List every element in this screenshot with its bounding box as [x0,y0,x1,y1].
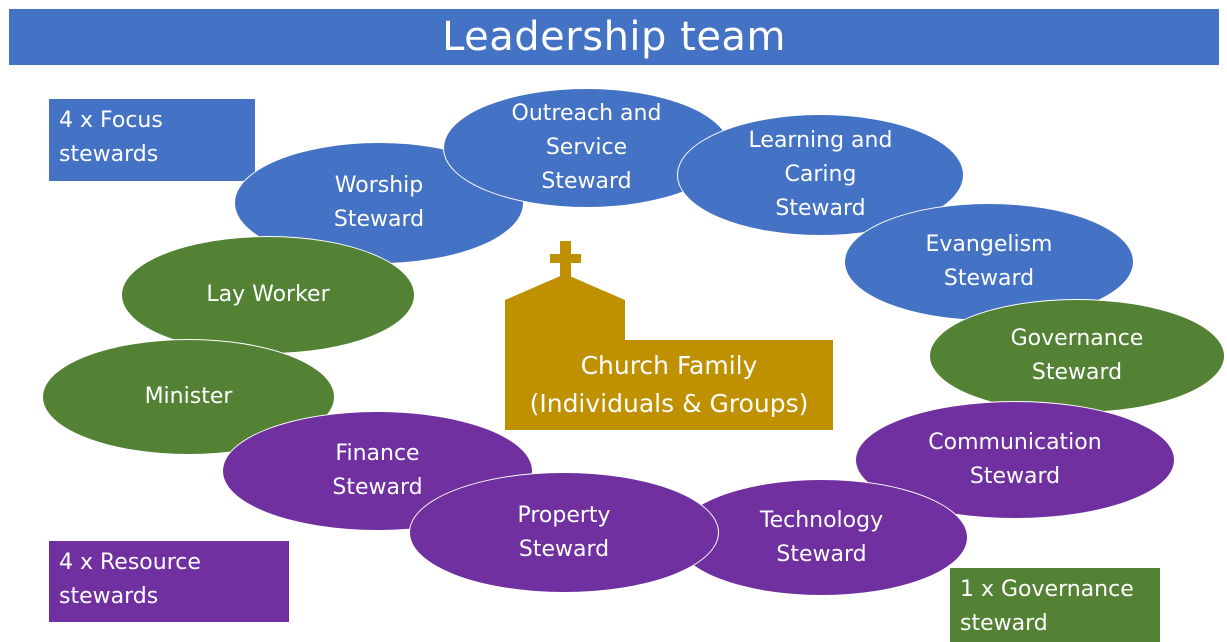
node-label-line: Technology [759,507,884,533]
node-label-line: Property [517,502,611,528]
church-roof [505,274,625,300]
node-label-line: Finance [335,441,420,466]
node-label-line: Steward [943,266,1035,291]
property-steward-node: Property Steward [409,472,719,593]
node-label-line: Governance [1010,326,1144,351]
node-label-line: Caring [784,162,857,187]
church-label-line: Church Family [580,351,758,380]
node-label-line: Steward [518,536,610,562]
page-title: Leadership team [442,14,786,60]
node-label-line: Learning and [748,128,893,153]
legend-line: 1 x Governance [960,577,1134,602]
finance-steward-node: Finance Steward [222,411,533,531]
focus-stewards-legend: 4 x Focus stewards [49,99,255,181]
evangelism-steward-node: Evangelism Steward [844,203,1134,321]
node-label-line: Communication [928,430,1102,455]
legend-line: steward [960,611,1048,636]
governance-steward-legend: 1 x Governance steward [950,568,1160,642]
church-tower [505,300,625,430]
resource-stewards-legend: 4 x Resource stewards [49,541,289,622]
node-label-line: Worship [334,173,424,198]
legend-line: stewards [59,584,159,609]
node-label-line: Steward [332,475,423,500]
node-label-line: Minister [144,384,233,409]
node-label-line: Steward [333,207,425,232]
church-label-line: (Individuals & Groups) [529,389,809,418]
node-label-line: Steward [969,464,1061,489]
technology-steward-node: Technology Steward [675,479,968,596]
church-family-label: Church Family (Individuals & Groups) [505,340,833,430]
legend-line: 4 x Focus [59,108,163,133]
node-label-line: Steward [1031,360,1123,385]
node-label-line: Service [545,135,628,160]
lay-worker-node: Lay Worker [121,236,415,354]
church-nave [622,340,833,430]
node-label-line: Steward [776,541,867,567]
node-label-line: Steward [541,169,632,194]
legend-line: 4 x Resource [59,550,201,575]
node-label-line: Evangelism [925,232,1053,257]
node-label-line: Steward [775,196,866,221]
governance-steward-node: Governance Steward [929,299,1225,413]
node-label-line: Outreach and [511,101,662,126]
legend-line: stewards [59,142,159,167]
title-banner: Leadership team [9,9,1219,65]
node-label-line: Lay Worker [206,282,330,307]
cross-horizontal [550,254,581,263]
church-icon [505,241,833,430]
